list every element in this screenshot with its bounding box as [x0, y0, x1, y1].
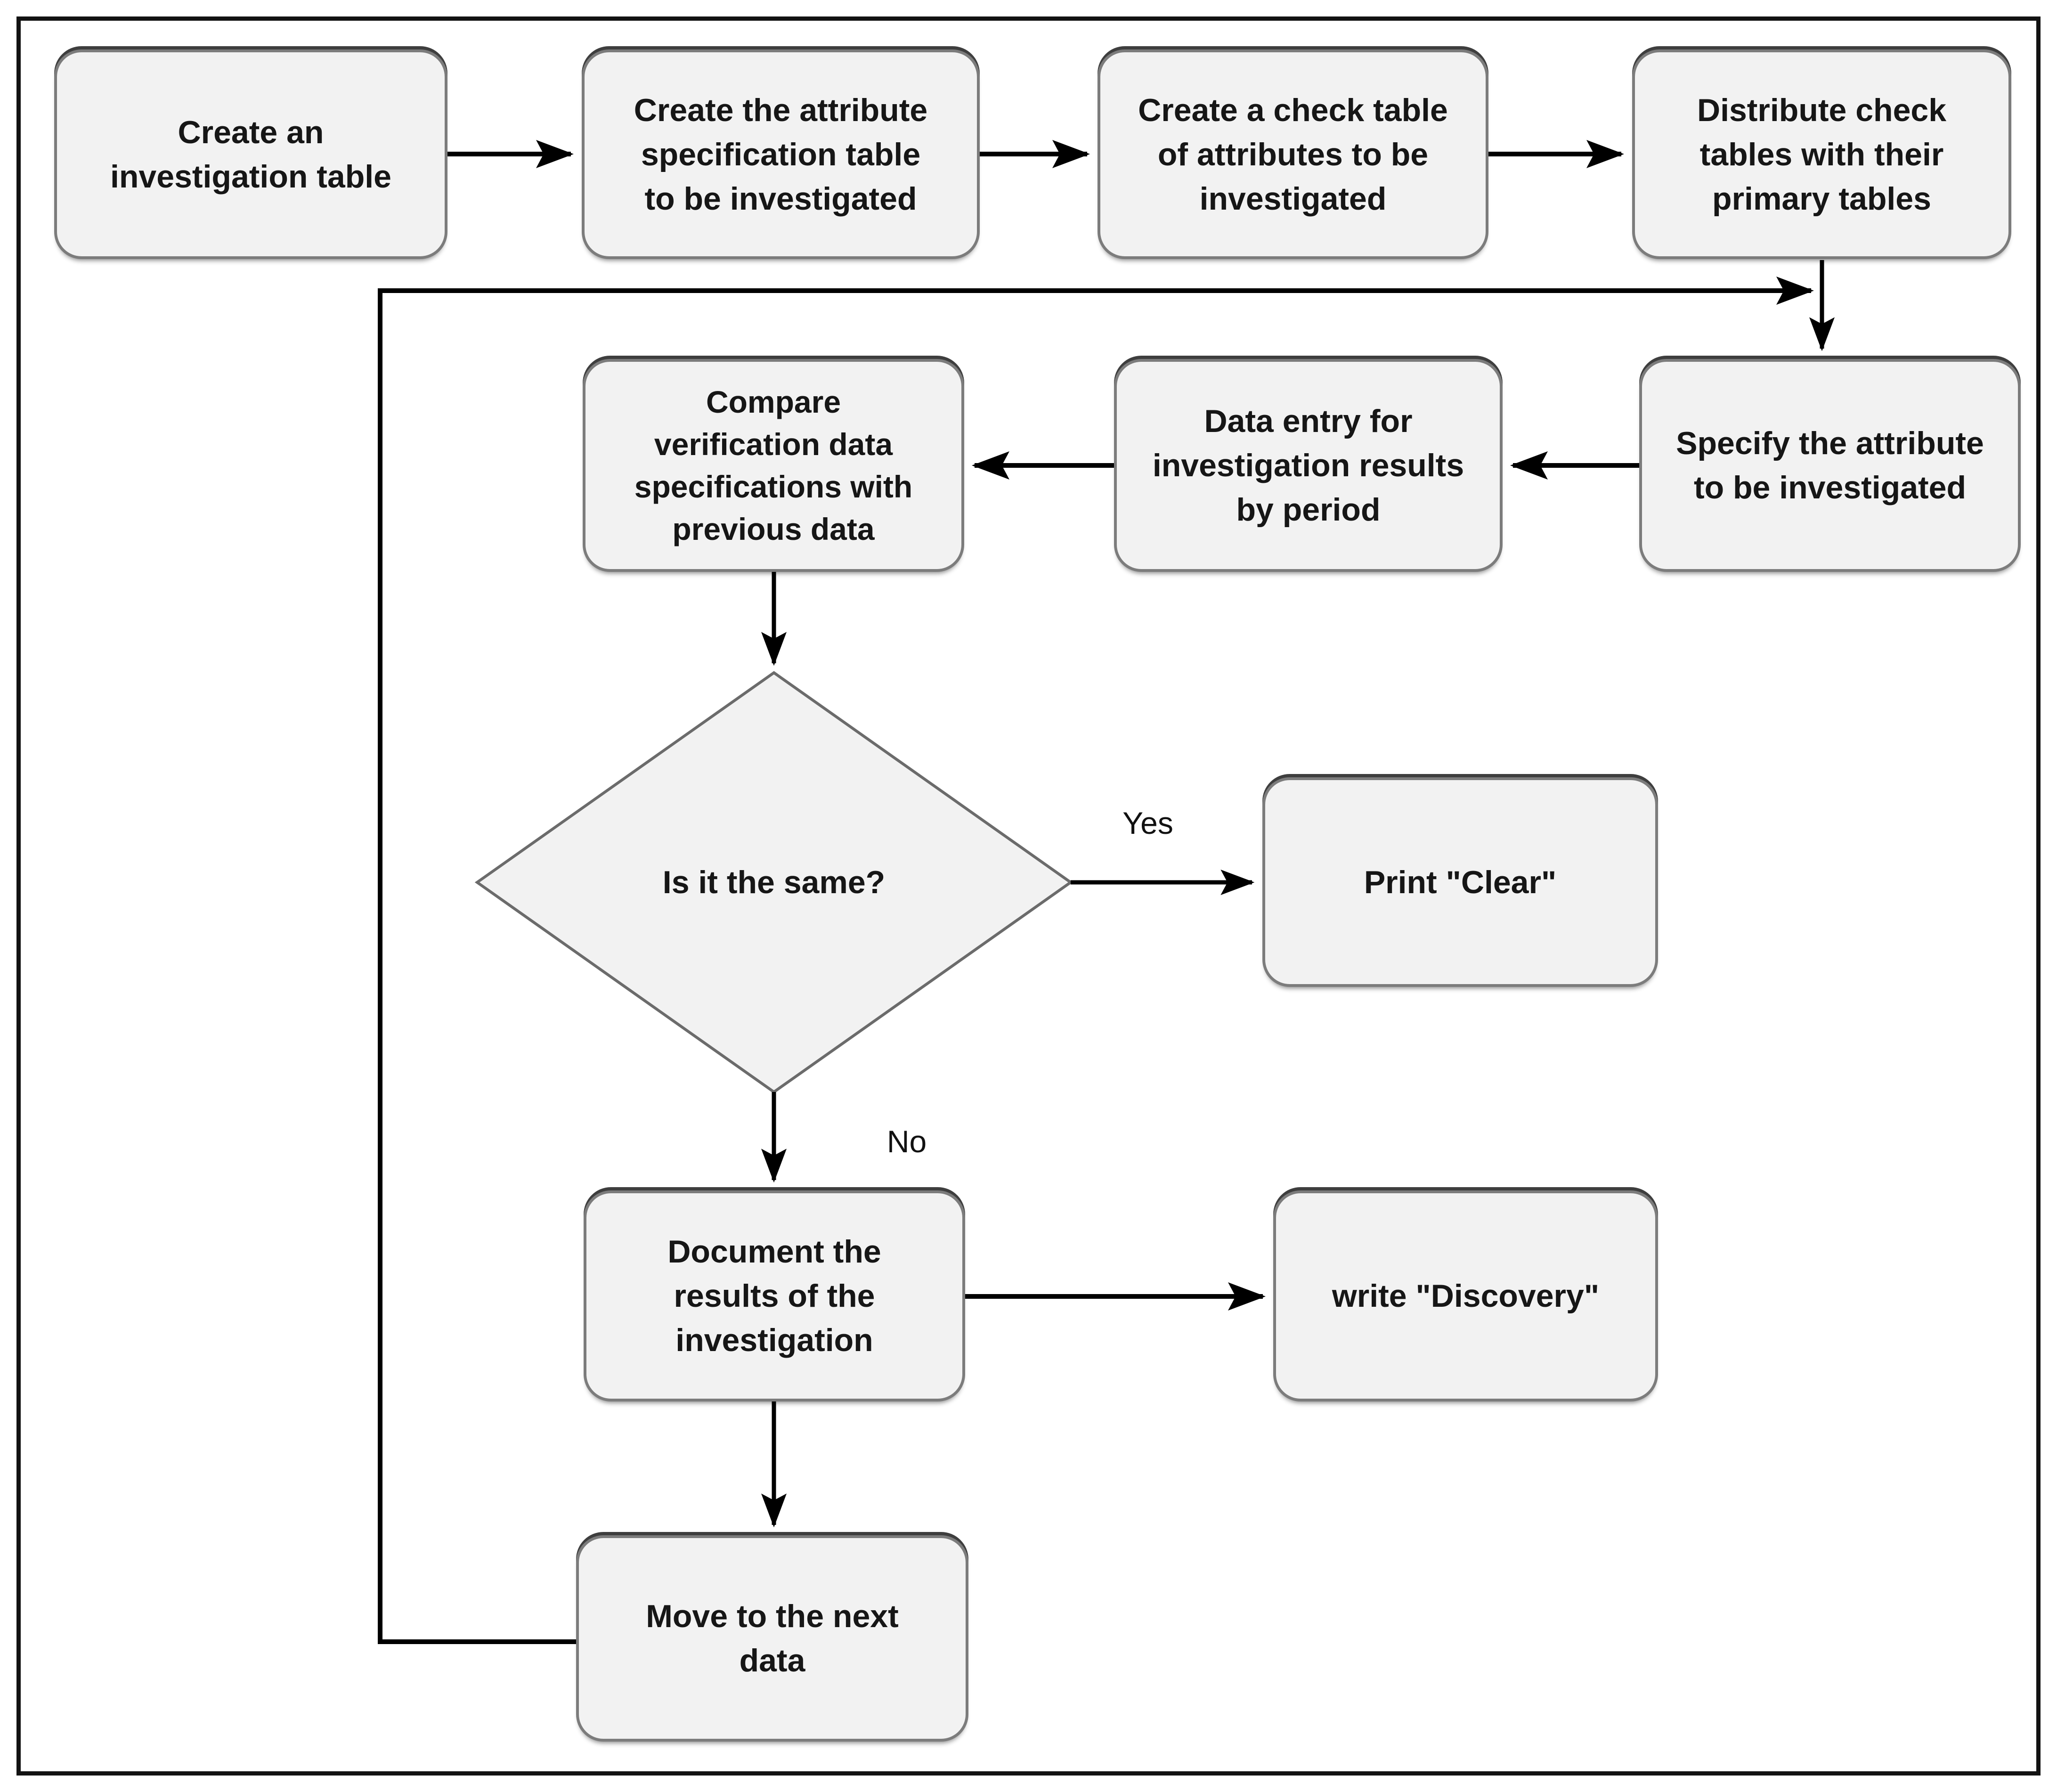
- node-distribute-check-tables: Distribute check tables with their prima…: [1632, 49, 2011, 259]
- node-create-investigation-table: Create an investigation table: [54, 49, 447, 259]
- node-create-check-table: Create a check table of attributes to be…: [1098, 49, 1488, 259]
- decision-diamond: [474, 671, 1073, 1094]
- edge-loop-move-to-specify: [378, 277, 1814, 1644]
- node-document-results: Document the results of the investigatio…: [584, 1190, 965, 1401]
- node-data-entry: Data entry for investigation results by …: [1114, 359, 1503, 572]
- outer-frame: [16, 16, 2041, 1776]
- node-specify-attribute: Specify the attribute to be investigated: [1639, 359, 2021, 572]
- no-branch-label: No: [886, 1124, 927, 1159]
- yes-branch-label: Yes: [1122, 806, 1173, 840]
- node-compare-verification: Compare verification data specifications…: [583, 359, 964, 572]
- node-write-discovery: write "Discovery": [1273, 1190, 1658, 1401]
- node-move-next-data: Move to the next data: [576, 1535, 968, 1742]
- node-print-clear: Print "Clear": [1262, 777, 1658, 987]
- node-create-attribute-spec-table: Create the attribute specification table…: [582, 49, 980, 259]
